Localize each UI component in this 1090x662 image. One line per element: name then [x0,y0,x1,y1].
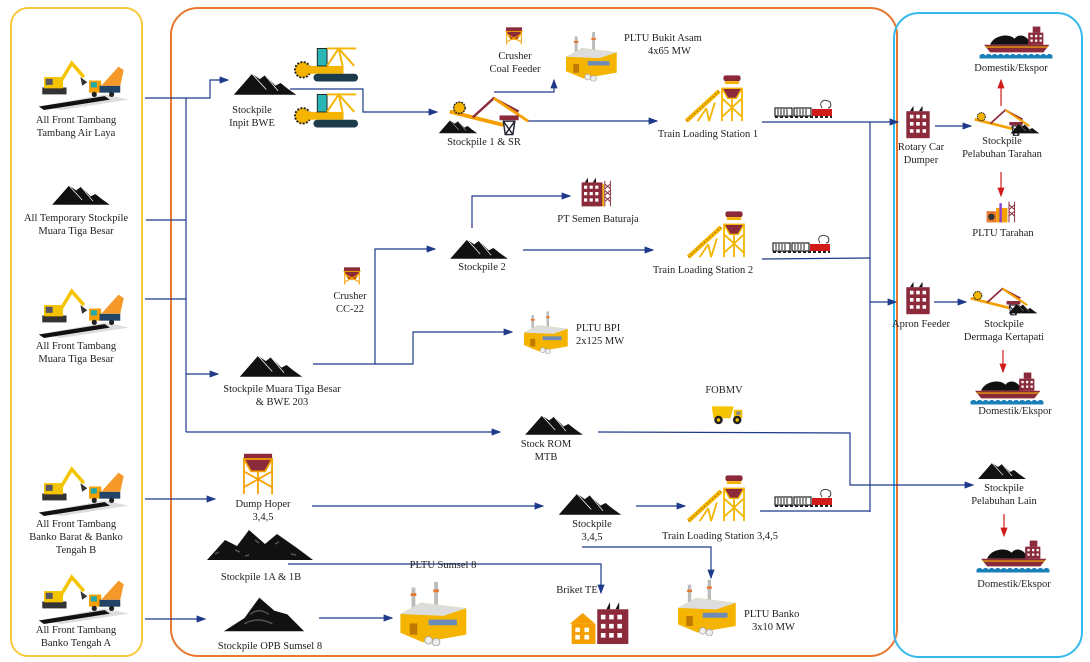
label-tls-2: Train Loading Station 2 [652,265,754,276]
flow-sp2-to-semen [471,192,572,228]
coal-pile-icon [1010,122,1040,134]
power-plant-icon [524,306,574,358]
label-domestik-ekspor-1: Domestik/Ekspor [974,63,1048,74]
coal-pile-icon [228,70,302,96]
building-icon [904,280,932,316]
power-plant-icon [982,200,1020,224]
label-pt-semen-baturaja: PT Semen Baturaja [557,214,639,225]
ship-icon [968,368,1046,406]
coal-pile-icon [42,182,120,206]
power-plant-icon [678,574,744,640]
flow-spmtb-to-sp2 [313,245,437,365]
dump-truck-icon [710,400,744,428]
flow-sr-to-crusher-feeder [494,78,558,93]
label-stockpile-2: Stockpile 2 [458,262,506,273]
source-panel [10,7,143,657]
label-pltu-tarahan: PLTU Tarahan [972,228,1034,239]
flow-tal-to-inpit [186,76,230,99]
coal-mound-icon [220,592,308,634]
destination-panel [893,12,1083,658]
flow-tls2-out [761,257,871,260]
coal-pile-icon [438,118,478,134]
coal-pile-icon [1008,302,1038,314]
coal-pile-icon [440,236,518,260]
excavator-truck-icon [34,286,132,338]
label-fobmv: FOBMV [705,385,743,396]
coal-pile-icon [548,490,632,516]
train-icon [773,487,835,509]
power-plant-icon [566,30,624,82]
coal-pile-icon [232,352,310,378]
coal-pile-icon [974,460,1030,480]
label-tls-1: Train Loading Station 1 [657,129,759,140]
train-loading-station-icon [682,474,756,524]
excavator-truck-icon [34,572,132,624]
bucket-wheel-excavator-icon [294,90,362,130]
power-plant-icon [400,580,476,646]
bucket-wheel-excavator-icon [294,44,362,84]
excavator-truck-icon [34,58,132,110]
dump-hopper-icon [240,452,276,496]
label-tls-345: Train Loading Station 3,4,5 [662,531,778,542]
excavator-truck-icon [34,464,132,516]
flow-sp345-to-banko [582,546,715,580]
flow-spmtb-to-bpi [375,328,514,365]
train-loading-station-icon [682,210,756,260]
crusher-icon [504,26,524,46]
ship-icon [974,536,1052,574]
crusher-icon [342,266,362,286]
label-pltu-sumsel8: PLTU Sumsel 8 [409,560,477,571]
label-domestik-ekspor-2: Domestik/Ekspor [978,406,1052,417]
train-icon [773,98,835,120]
cement-plant-icon [578,176,614,208]
process-panel [170,7,898,657]
flow-rom-out [597,431,975,489]
label-stockpile-mtb: Stockpile Muara Tiga Besar& BWE 203 [223,384,341,408]
building-icon [904,104,932,140]
label-domestik-ekspor-3: Domestik/Ekspor [977,579,1051,590]
train-loading-station-icon [680,74,754,124]
ship-icon [978,22,1054,60]
coal-pile-icon [514,412,594,436]
label-stockpile-1a-1b: Stockpile 1A & 1B [220,572,302,583]
label-stockpile-opb: Stockpile OPB Sumsel 8 [217,641,323,652]
flow-1a1b-to-briket [288,563,605,595]
label-briket-te: Briket TE [556,585,598,596]
coal-rubble-icon [204,524,316,564]
briquette-factory-icon [568,600,632,646]
label-stockpile-1-sr: Stockpile 1 & SR [447,137,521,148]
flow-inpit-to-sr [290,88,439,116]
train-icon [771,233,833,255]
label-apron-feeder: Apron Feeder [891,319,951,330]
